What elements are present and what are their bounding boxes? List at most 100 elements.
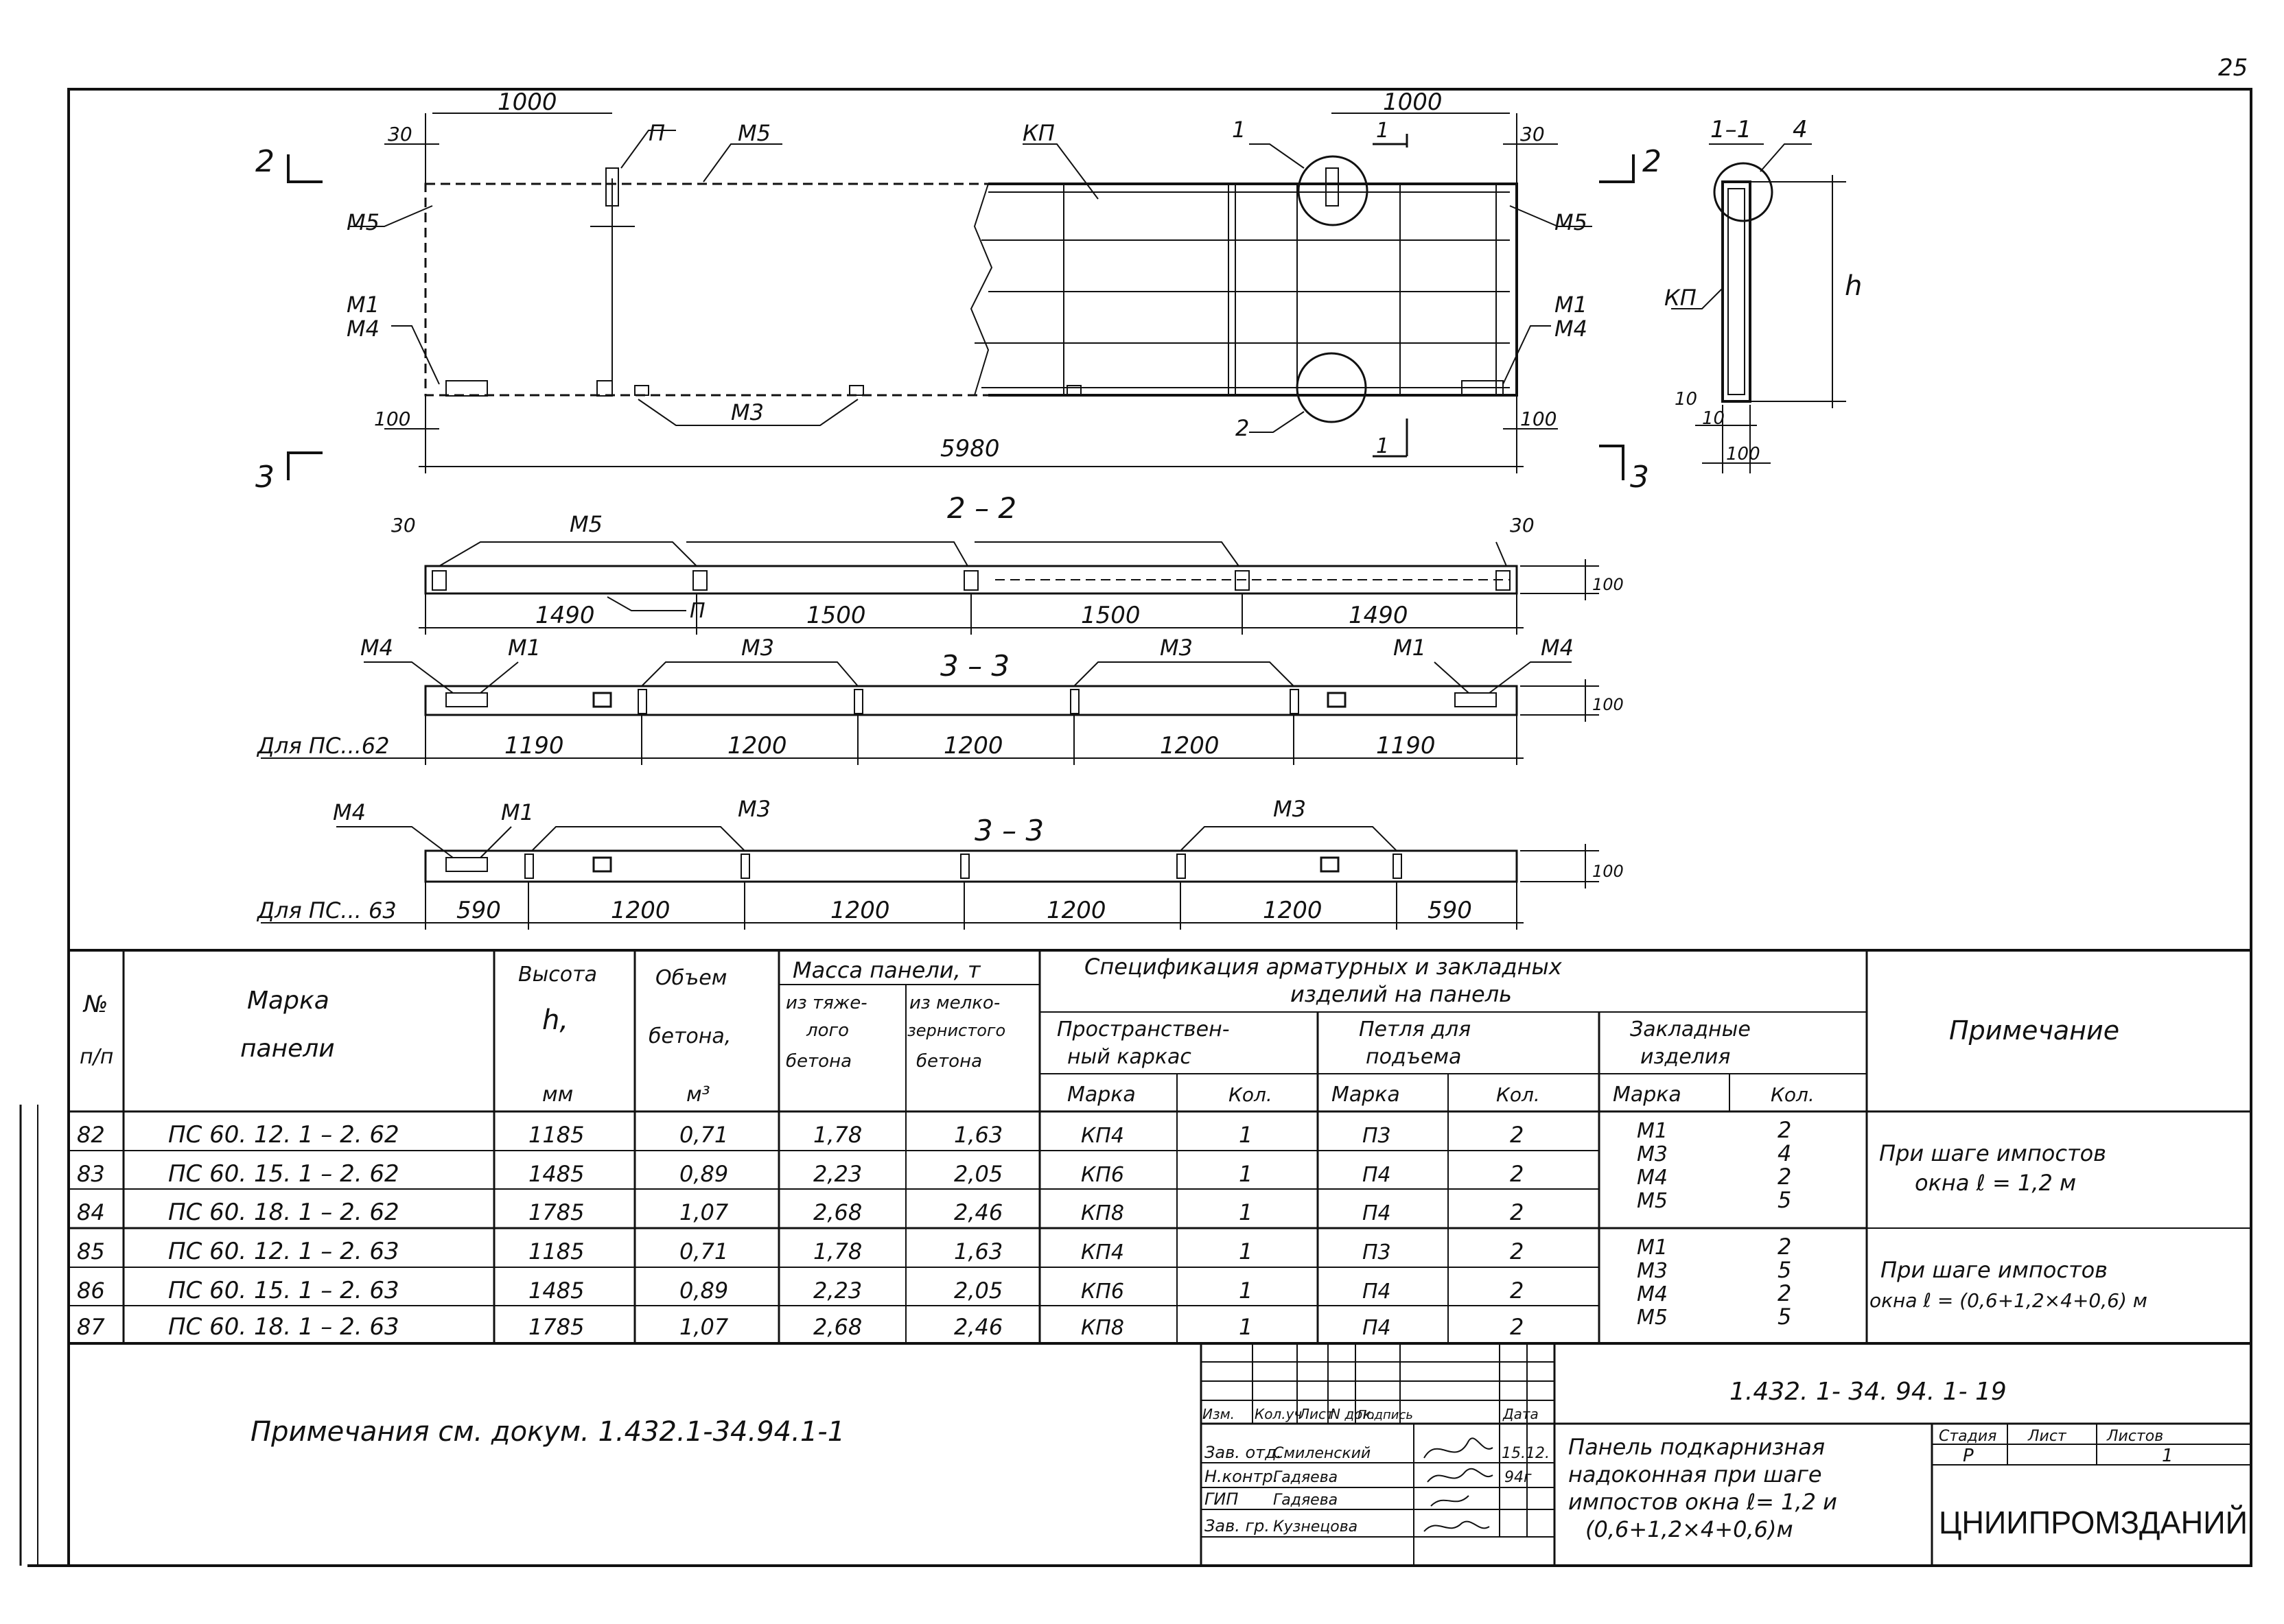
dim-30-right: 30 [1510, 514, 1535, 537]
label-p: П [690, 599, 706, 623]
cell-volume: 1,07 [679, 1199, 729, 1225]
cell-mass-heavy: 2,23 [813, 1278, 862, 1304]
hdr-mass-heavy: из тяже- [786, 993, 867, 1013]
embed-m1 [445, 692, 488, 707]
leader-m3 [1180, 826, 1397, 851]
cell-kp: КП6 [1081, 1280, 1124, 1304]
section-2-2-title: 2 – 2 [947, 491, 1016, 525]
sheets-header: Листов [2106, 1428, 2163, 1445]
leader-kp [1023, 143, 1099, 200]
section-2-left: 2 [255, 144, 275, 179]
hdr-volume2: бетона, [649, 1024, 731, 1048]
label-m3-right: М3 [1273, 796, 1306, 822]
dim-1490-right: 1490 [1349, 602, 1408, 629]
leader-m4 [1489, 661, 1572, 694]
hdr-mark: Марка [247, 987, 329, 1015]
section-1-1-title: 1–1 [1710, 116, 1751, 143]
callout-circle-2 [1296, 352, 1367, 423]
hdr-embed-qty: Кол. [1771, 1083, 1815, 1106]
leader-1 [1249, 143, 1305, 169]
label-m1-left: М1 [347, 292, 380, 318]
hdr-volume3: м³ [686, 1083, 710, 1107]
dim-1190-right: 1190 [1376, 732, 1436, 760]
label-m5-right: М5 [1554, 209, 1587, 235]
hdr-spec2: изделий на панель [1290, 981, 1512, 1007]
cell-height: 1485 [528, 1161, 584, 1187]
embed-mark: М1 [1637, 1119, 1668, 1143]
leader-m1 [1434, 661, 1469, 694]
section-outline [424, 849, 1518, 883]
cell-num: 83 [77, 1161, 105, 1187]
embed-qty: 2 [1778, 1234, 1791, 1260]
embed-qty: 2 [1778, 1117, 1791, 1143]
role-gip: ГИП [1204, 1490, 1238, 1509]
leader-m3 [531, 826, 745, 851]
label-m1: М1 [501, 799, 534, 825]
title-line-4: (0,6+1,2×4+0,6)м [1585, 1516, 1793, 1542]
embed-mark: М3 [1637, 1142, 1668, 1166]
embed-note-2: окна ℓ = 1,2 м [1915, 1170, 2076, 1196]
embed-qty: 4 [1778, 1140, 1791, 1166]
role-zav-gr: Зав. гр. [1204, 1516, 1270, 1535]
embed-mark: М5 [1637, 1306, 1668, 1330]
section-2-2: 2 – 2 М5 П 30 30 100 1490 1500 1500 1490 [391, 491, 1624, 635]
lifting-loop-right [1325, 167, 1339, 207]
label-m5: М5 [570, 511, 603, 537]
dim-30-left: 30 [391, 514, 416, 537]
cell-volume: 0,89 [679, 1161, 728, 1187]
cell-loop-qty: 2 [1510, 1199, 1524, 1225]
footer-note: Примечания см. докум. 1.432.1-34.94.1-1 [250, 1416, 845, 1448]
label-m3-right: М3 [1160, 635, 1193, 661]
leader-kp [1671, 287, 1723, 309]
dim-1190-left: 1190 [504, 732, 564, 760]
section-1-1-frame [1727, 188, 1745, 395]
table-row: 84 ПС 60. 18. 1 – 2. 62 1785 1,07 2,68 2… [77, 1199, 1524, 1226]
embed [1235, 570, 1250, 591]
cell-loop-qty: 2 [1510, 1122, 1524, 1148]
cell-num: 85 [77, 1238, 105, 1264]
plan-view: 1000 1000 30 30 100 100 5980 П М5 КП 1 2… [255, 89, 1662, 495]
dim-100: 100 [1592, 575, 1624, 594]
hdr-mass: Масса панели, т [793, 957, 981, 983]
name-2: Гадяева [1273, 1469, 1338, 1486]
section-3-3-63: 3 – 3 М4 М1 М3 М3 100 Для ПС... 63 590 1… [256, 796, 1624, 930]
leader-m5-right [1509, 205, 1592, 227]
cell-mark: ПС 60. 18. 1 – 2. 62 [168, 1199, 399, 1226]
table-row: 87 ПС 60. 18. 1 – 2. 63 1785 1,07 2,68 2… [77, 1313, 1524, 1341]
section-3-3-62: 3 – 3 М4 М1 М3 М3 М1 М4 100 Для ПС...62 … [256, 635, 1624, 765]
cell-mass-fine: 2,46 [954, 1314, 1003, 1340]
cell-mark: ПС 60. 15. 1 – 2. 63 [168, 1277, 399, 1304]
cell-height: 1185 [528, 1122, 584, 1148]
leader-m1 [480, 826, 512, 858]
cell-kp: КП8 [1081, 1316, 1124, 1340]
section-3-3-title: 3 – 3 [940, 649, 1010, 683]
cell-loop: П4 [1362, 1163, 1391, 1187]
cell-loop-qty: 2 [1510, 1278, 1524, 1304]
embed [638, 689, 647, 714]
chg-hdr-kol: Кол.уч [1255, 1406, 1302, 1422]
embed [1176, 854, 1186, 879]
cell-loop: П4 [1362, 1280, 1391, 1304]
cell-kp: КП4 [1081, 1124, 1124, 1148]
cell-mass-fine: 2,46 [954, 1199, 1003, 1225]
dim-10a: 10 [1675, 389, 1697, 410]
cell-height: 1485 [528, 1278, 584, 1304]
embed [741, 854, 750, 879]
embed-m4 [592, 692, 612, 708]
role-n-kontr: Н.контр. [1204, 1467, 1278, 1486]
signature-2 [1427, 1468, 1493, 1483]
embed-m1-left [445, 380, 488, 397]
section-1-1-outline [1721, 180, 1751, 403]
section-1-top: 1 [1376, 119, 1389, 143]
label-m4-left: М4 [360, 635, 393, 661]
dim-1200-a: 1200 [727, 732, 787, 760]
cell-loop-qty: 2 [1510, 1314, 1524, 1340]
page-number: 25 [2218, 54, 2248, 82]
chg-hdr-ndok: N док. [1330, 1406, 1375, 1422]
embed [960, 854, 970, 879]
embed-m4 [592, 856, 612, 873]
embed-mark: М3 [1637, 1259, 1668, 1283]
cell-kp-qty: 1 [1239, 1238, 1252, 1264]
hdr-mass-heavy3: бетона [786, 1051, 852, 1072]
callout-circle-4 [1713, 162, 1773, 222]
